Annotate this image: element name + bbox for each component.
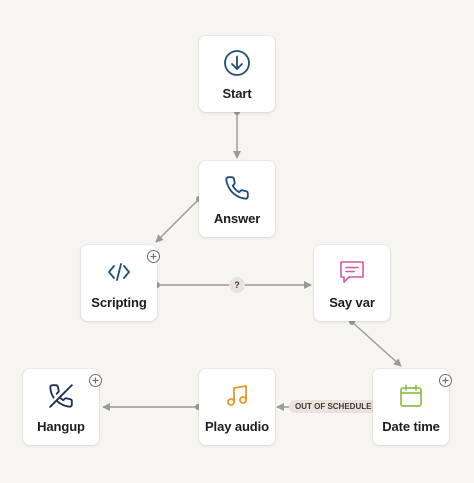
node-label: Start (222, 85, 252, 101)
node-label: Scripting (91, 294, 147, 310)
music-note-icon (222, 381, 252, 411)
edge-label-out-of-schedule[interactable]: OUT OF SCHEDULE (289, 400, 378, 413)
edge-label-condition[interactable]: ? (229, 277, 245, 293)
node-scripting[interactable]: Scripting (81, 245, 160, 321)
node-play-audio[interactable]: Play audio (199, 369, 275, 445)
node-answer[interactable]: Answer (199, 161, 275, 237)
node-label: Play audio (204, 418, 270, 434)
edge-start-answer[interactable] (233, 109, 241, 159)
code-icon (104, 257, 134, 287)
add-branch-icon[interactable] (147, 250, 160, 263)
calendar-icon (396, 381, 426, 411)
node-label: Date time (382, 418, 440, 434)
arrow-down-circle-icon (222, 48, 252, 78)
node-date-time[interactable]: Date time (373, 369, 452, 445)
node-say-var[interactable]: Say var (314, 245, 390, 321)
node-hangup[interactable]: Hangup (23, 369, 102, 445)
edge-play-audio-hangup[interactable] (102, 403, 201, 411)
node-start[interactable]: Start (199, 36, 275, 112)
phone-icon (222, 173, 252, 203)
edge-say-var-date-time[interactable] (349, 319, 402, 367)
edge-answer-scripting[interactable] (155, 196, 202, 243)
node-label: Hangup (37, 418, 85, 434)
node-label: Say var (329, 294, 375, 310)
phone-off-icon (46, 381, 76, 411)
add-branch-icon[interactable] (439, 374, 452, 387)
message-icon (337, 257, 367, 287)
add-branch-icon[interactable] (89, 374, 102, 387)
node-label: Answer (213, 210, 261, 226)
